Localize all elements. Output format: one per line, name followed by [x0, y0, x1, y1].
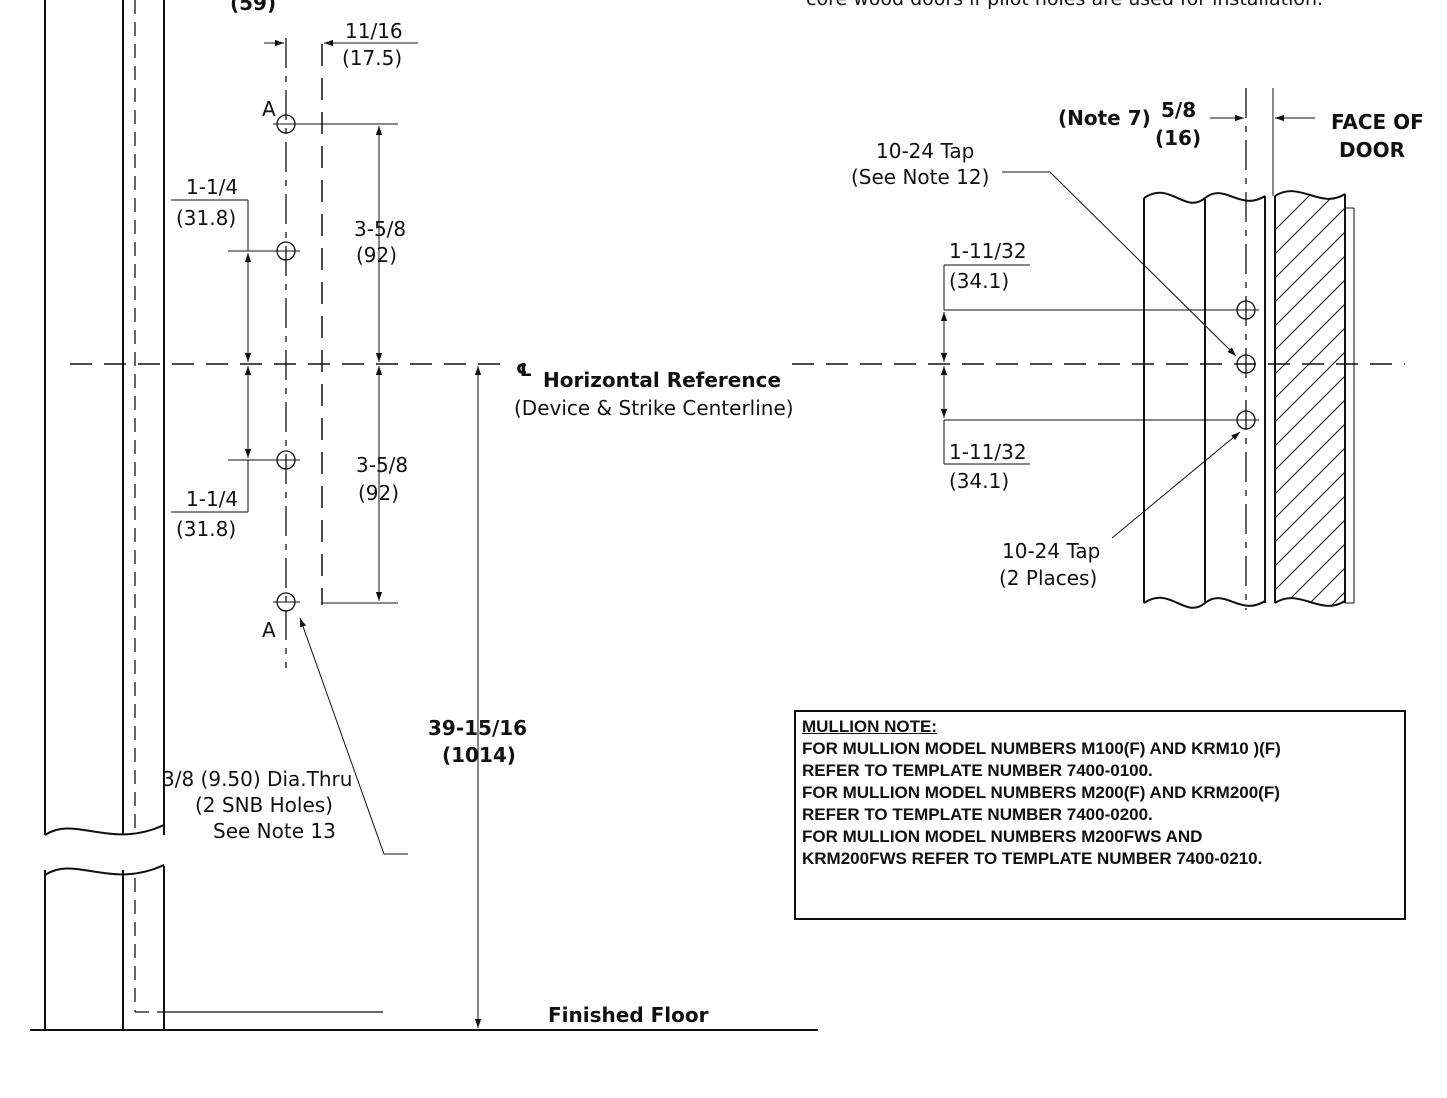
- dim-1-11-32-bottom-mm-label: (34.1): [949, 469, 1009, 493]
- tap-holes: [1233, 300, 1259, 430]
- horizontal-reference-title: Horizontal Reference: [543, 368, 781, 392]
- mullion-note-line: REFER TO TEMPLATE NUMBER 7400-0200.: [802, 805, 1153, 824]
- dim-height-mm-label: (1014): [442, 743, 516, 767]
- dim-1-1-4-top-label: 1-1/4: [186, 175, 238, 199]
- tap-bottom-label-1: 10-24 Tap: [1002, 539, 1100, 563]
- mullion-note-box: MULLION NOTE: FOR MULLION MODEL NUMBERS …: [794, 710, 1406, 920]
- dim-1-11-32-bottom-label: 1-11/32: [949, 440, 1027, 464]
- tap-top-label-2: (See Note 12): [851, 165, 989, 189]
- tap-top-label-1: 10-24 Tap: [876, 139, 974, 163]
- dim-3-5-8-top-label: 3-5/8: [354, 217, 406, 241]
- finished-floor-label: Finished Floor: [548, 1003, 709, 1027]
- dim-1-1-4-top-mm-label: (31.8): [176, 206, 236, 230]
- dim-height-label: 39-15/16: [428, 716, 527, 740]
- dim-1-11-32-top-label: 1-11/32: [949, 239, 1027, 263]
- dim-3-5-8-bottom-label: 3-5/8: [356, 453, 408, 477]
- dim-1-11-32-top-mm-label: (34.1): [949, 269, 1009, 293]
- mullion-note-title: MULLION NOTE:: [802, 717, 938, 736]
- dim-1-1-4-bottom-mm-label: (31.8): [176, 517, 236, 541]
- horizontal-reference-subtitle: (Device & Strike Centerline): [514, 396, 794, 420]
- dim-5-8-mm-label: (16): [1155, 126, 1201, 150]
- left-frame: [30, 0, 818, 1031]
- mullion-note-line: FOR MULLION MODEL NUMBERS M200(F) AND KR…: [802, 783, 1280, 802]
- mullion-note-line: FOR MULLION MODEL NUMBERS M100(F) AND KR…: [802, 739, 1281, 758]
- centerline-symbol: ℄: [516, 360, 532, 381]
- dim-1-1-4-bottom-label: 1-1/4: [186, 487, 238, 511]
- dim-3-5-8-top-mm-label: (92): [356, 243, 397, 267]
- hole-note-line-3: See Note 13: [213, 819, 336, 843]
- face-of-door-label-2: DOOR: [1339, 138, 1405, 162]
- door-face-hatch: [1275, 191, 1345, 606]
- tap-bottom-label-2: (2 Places): [999, 566, 1097, 590]
- dim-11-16-mm-label: (17.5): [342, 46, 402, 70]
- mullion-note-line: REFER TO TEMPLATE NUMBER 7400-0100.: [802, 761, 1153, 780]
- dim-59-label: (59): [230, 0, 276, 15]
- mullion-note-line: KRM200FWS REFER TO TEMPLATE NUMBER 7400-…: [802, 849, 1263, 868]
- snb-holes: [273, 114, 300, 612]
- dim-3-5-8-bottom-mm-label: (92): [358, 481, 399, 505]
- face-of-door-label-1: FACE OF: [1331, 110, 1424, 134]
- hole-note-line-1: 3/8 (9.50) Dia.Thru: [162, 767, 352, 791]
- mullion-note-line: FOR MULLION MODEL NUMBERS M200FWS AND: [802, 827, 1203, 846]
- hole-a-top-label: A: [262, 97, 276, 121]
- note-7-label: (Note 7): [1058, 106, 1151, 130]
- hole-note-line-2: (2 SNB Holes): [195, 793, 333, 817]
- hole-a-bottom-label: A: [262, 618, 276, 642]
- right-strike-section: [1143, 190, 1355, 609]
- top-note-text: core wood doors if pilot holes are used …: [806, 0, 1446, 10]
- dim-5-8-label: 5/8: [1161, 98, 1196, 122]
- dim-11-16-label: 11/16: [345, 19, 403, 43]
